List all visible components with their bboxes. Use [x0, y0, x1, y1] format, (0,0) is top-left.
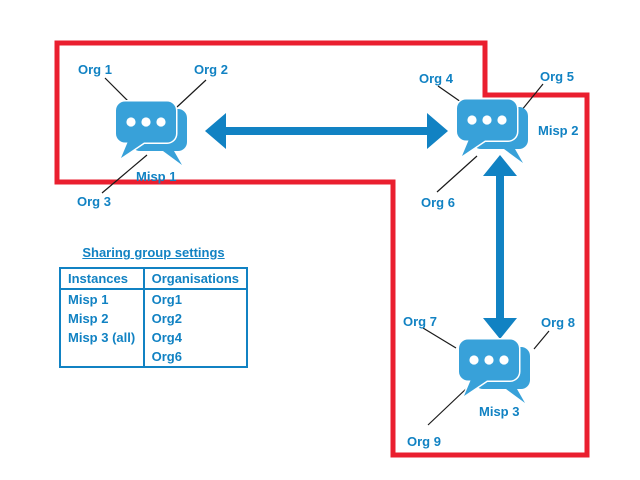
- org-label-8: Org 8: [541, 315, 575, 330]
- organisation-cell: Org6: [151, 349, 182, 364]
- org-connector-lines: [101, 77, 550, 426]
- organisation-cell: Org2: [151, 311, 182, 326]
- misp3-chat-icon: [457, 338, 532, 404]
- column-header-instances: Instances: [60, 268, 145, 290]
- misp2-label: Misp 2: [538, 123, 579, 138]
- org-label-1: Org 1: [78, 62, 112, 77]
- connector-org2: [176, 79, 207, 108]
- sync-arrow-misp2-misp3: [483, 155, 517, 339]
- table-row: Org6: [60, 347, 247, 367]
- connector-org3: [101, 154, 148, 194]
- misp2-chat-icon: [455, 98, 530, 164]
- connector-org5: [520, 83, 544, 112]
- org-label-3: Org 3: [77, 194, 111, 209]
- instance-cell: [60, 347, 145, 367]
- org-label-9: Org 9: [407, 434, 441, 449]
- organisation-cell: Org1: [151, 292, 182, 307]
- sharing-group-table: Instances Organisations Misp 1 Org1 Misp…: [59, 267, 248, 368]
- connector-org8: [533, 330, 550, 350]
- instance-cell: Misp 3 (all): [60, 328, 145, 347]
- misp1-label: Misp 1: [136, 169, 177, 184]
- sharing-group-settings-panel: Sharing group settings Instances Organis…: [59, 245, 248, 368]
- connector-org9: [427, 387, 468, 426]
- table-row: Misp 2 Org2: [60, 309, 247, 328]
- org-label-6: Org 6: [421, 195, 455, 210]
- org-label-2: Org 2: [194, 62, 228, 77]
- organisation-cell: Org4: [151, 330, 182, 345]
- connector-org6: [436, 155, 478, 193]
- misp3-label: Misp 3: [479, 404, 520, 419]
- table-row: Misp 3 (all) Org4: [60, 328, 247, 347]
- misp1-chat-icon: [114, 100, 189, 166]
- org-label-5: Org 5: [540, 69, 574, 84]
- sync-arrow-misp1-misp2: [205, 113, 448, 149]
- connector-org7: [422, 327, 457, 349]
- org-label-4: Org 4: [419, 71, 453, 86]
- column-header-organisations: Organisations: [143, 268, 247, 290]
- table-title: Sharing group settings: [82, 245, 225, 260]
- connector-org4: [437, 85, 462, 103]
- instance-cell: Misp 2: [60, 309, 145, 328]
- org-label-7: Org 7: [403, 314, 437, 329]
- sharing-boundary-outline: [54, 40, 590, 458]
- table-header-row: Instances Organisations: [60, 268, 247, 290]
- instance-cell: Misp 1: [60, 289, 145, 309]
- table-row: Misp 1 Org1: [60, 289, 247, 309]
